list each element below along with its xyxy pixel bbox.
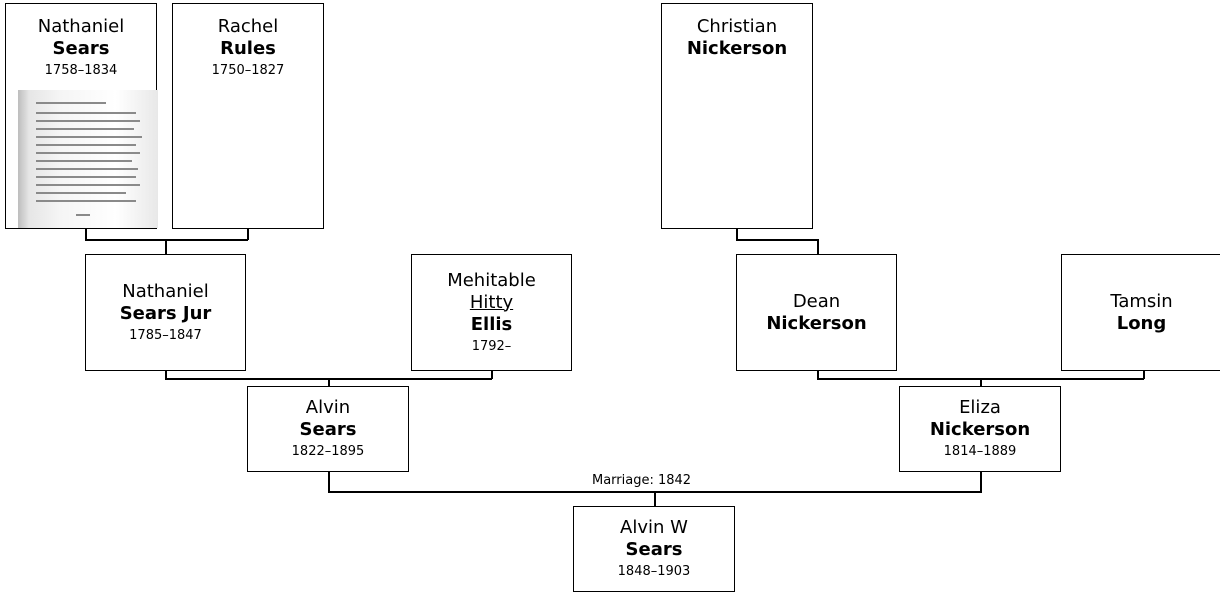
surname: Nickerson bbox=[929, 419, 1031, 440]
nickname: Hitty bbox=[469, 291, 514, 313]
life-dates: 1758–1834 bbox=[44, 63, 118, 78]
connector-line bbox=[1143, 370, 1145, 379]
given-name: Alvin bbox=[305, 397, 351, 418]
surname: Ellis bbox=[470, 313, 513, 335]
connector-line bbox=[736, 228, 738, 240]
given-name: Eliza bbox=[959, 397, 1001, 418]
connector-line bbox=[328, 471, 330, 492]
connector-line bbox=[85, 239, 248, 241]
person-box-nathaniel-sears-sr[interactable]: Nathaniel Sears 1758–1834 bbox=[5, 3, 158, 229]
document-thumbnail[interactable] bbox=[18, 90, 158, 228]
life-dates: 1822–1895 bbox=[291, 444, 365, 459]
person-box-rachel-rules[interactable]: Rachel Rules 1750–1827 bbox=[172, 3, 324, 229]
connector-line bbox=[165, 370, 167, 379]
surname: Sears bbox=[52, 38, 110, 59]
connector-line bbox=[654, 491, 656, 507]
given-name: Mehitable bbox=[447, 269, 536, 291]
given-name: Alvin W bbox=[620, 517, 688, 538]
person-box-mehitable-ellis[interactable]: Mehitable Hitty Ellis 1792– bbox=[411, 254, 572, 371]
surname: Nickerson bbox=[766, 312, 867, 334]
given-name: Nathaniel bbox=[37, 16, 125, 37]
surname: Long bbox=[1116, 312, 1167, 334]
surname: Sears Jur bbox=[119, 302, 212, 324]
connector-line bbox=[817, 239, 819, 255]
life-dates: 1848–1903 bbox=[617, 564, 691, 579]
person-box-christian-nickerson[interactable]: Christian Nickerson bbox=[661, 3, 813, 229]
person-box-nathaniel-sears-jur[interactable]: Nathaniel Sears Jur 1785–1847 bbox=[85, 254, 246, 371]
connector-line bbox=[85, 228, 87, 240]
surname: Nickerson bbox=[686, 38, 788, 59]
connector-line bbox=[980, 471, 982, 492]
given-name: Tamsin bbox=[1110, 290, 1173, 312]
given-name: Nathaniel bbox=[122, 280, 209, 302]
person-box-dean-nickerson[interactable]: Dean Nickerson bbox=[736, 254, 897, 371]
connector-line bbox=[491, 370, 493, 379]
given-name: Rachel bbox=[217, 16, 279, 37]
connector-line bbox=[247, 228, 249, 240]
life-dates: 1814–1889 bbox=[943, 444, 1017, 459]
connector-line bbox=[817, 370, 819, 379]
marriage-label: Marriage: 1842 bbox=[590, 473, 694, 489]
connector-line bbox=[165, 239, 167, 255]
person-box-alvin-sears[interactable]: Alvin Sears 1822–1895 bbox=[247, 386, 409, 472]
connector-line bbox=[328, 378, 330, 387]
surname: Sears bbox=[299, 419, 357, 440]
life-dates: 1792– bbox=[471, 338, 512, 354]
person-box-tamsin-long[interactable]: Tamsin Long bbox=[1061, 254, 1220, 371]
life-dates: 1785–1847 bbox=[129, 327, 202, 343]
person-box-alvin-w-sears[interactable]: Alvin W Sears 1848–1903 bbox=[573, 506, 735, 592]
given-name: Dean bbox=[792, 290, 841, 312]
connector-line bbox=[980, 378, 982, 387]
person-box-eliza-nickerson[interactable]: Eliza Nickerson 1814–1889 bbox=[899, 386, 1061, 472]
connector-line bbox=[736, 239, 818, 241]
life-dates: 1750–1827 bbox=[211, 63, 285, 78]
surname: Rules bbox=[220, 38, 276, 59]
given-name: Christian bbox=[696, 16, 778, 37]
surname: Sears bbox=[625, 539, 683, 560]
